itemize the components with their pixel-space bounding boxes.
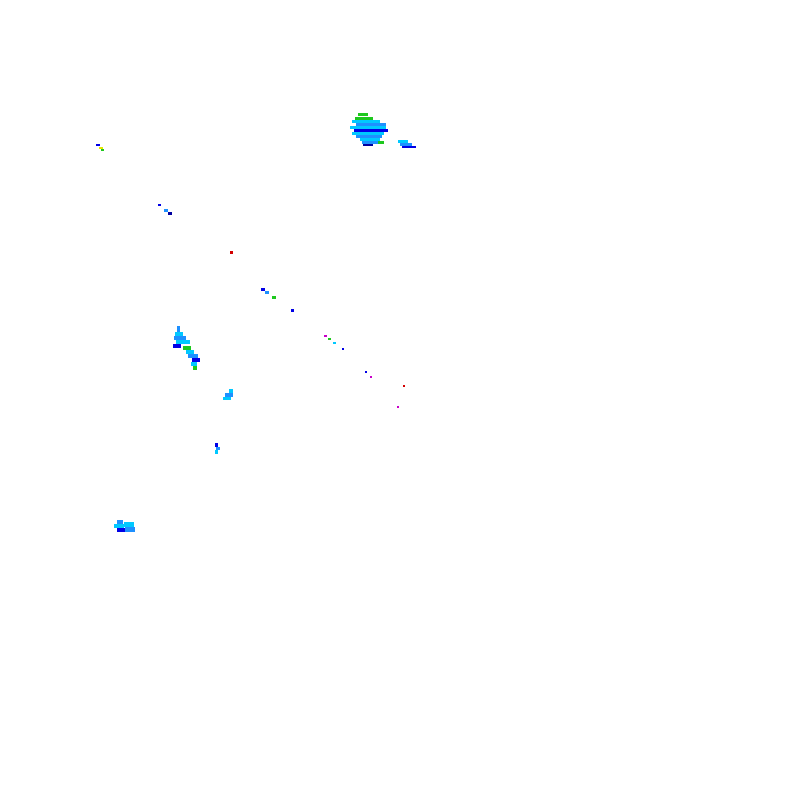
echo-cell-mid-left: [173, 326, 200, 370]
echo-cell-small-mid: [223, 389, 233, 400]
echo-streak-diagonal: [158, 204, 405, 408]
echo-cell-small-lower: [215, 443, 220, 454]
echo-cell-lower-left: [114, 520, 135, 532]
echo-streak-top-left: [96, 144, 104, 151]
echo-cell-large-top: [350, 113, 388, 146]
echo-cell-small-top-right: [398, 140, 416, 148]
